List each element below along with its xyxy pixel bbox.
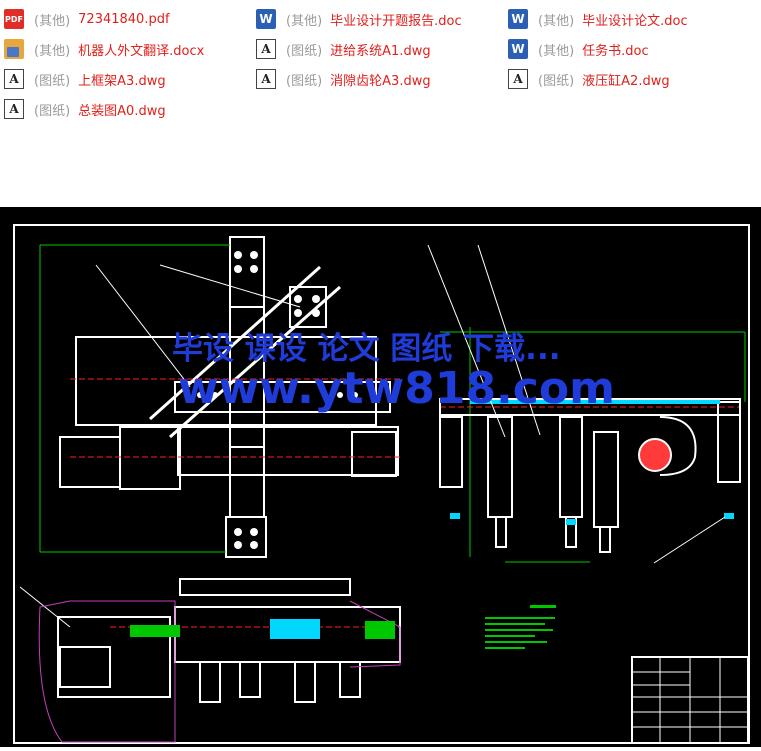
file-name-link[interactable]: 72341840.pdf bbox=[78, 11, 170, 27]
file-category: (图纸) bbox=[286, 73, 323, 89]
manipulator-left-view bbox=[59, 236, 399, 558]
file-category: (其他) bbox=[538, 43, 575, 59]
file-name-link[interactable]: 任务书.doc bbox=[582, 43, 649, 59]
file-category: (图纸) bbox=[34, 103, 71, 119]
technical-notes bbox=[485, 605, 556, 649]
bolt-holes bbox=[197, 251, 358, 549]
file-category: (其他) bbox=[34, 43, 71, 59]
manipulator-right-view bbox=[439, 398, 741, 553]
file-name-link[interactable]: 进给系统A1.dwg bbox=[330, 43, 431, 59]
file-item[interactable]: A (图纸) 上框架A3.dwg bbox=[4, 69, 166, 89]
cad-drawing: 毕设 课设 论文 图纸 下载... www.ytw818.com bbox=[13, 224, 750, 744]
file-category: (其他) bbox=[538, 13, 575, 29]
file-item[interactable]: W (其他) 毕业设计开题报告.doc bbox=[256, 9, 462, 29]
file-item[interactable]: W (其他) 毕业设计论文.doc bbox=[508, 9, 688, 29]
word-icon: W bbox=[508, 39, 528, 59]
file-item[interactable]: (其他) 机器人外文翻译.docx bbox=[4, 39, 204, 59]
dwg-icon: A bbox=[256, 69, 276, 89]
file-category: (图纸) bbox=[286, 43, 323, 59]
dwg-icon: A bbox=[4, 69, 24, 89]
word-icon: W bbox=[256, 9, 276, 29]
file-name-link[interactable]: 机器人外文翻译.docx bbox=[78, 43, 205, 59]
outline-magenta bbox=[38, 600, 401, 743]
suction-cups bbox=[450, 400, 734, 525]
file-name-link[interactable]: 总装图A0.dwg bbox=[78, 103, 166, 119]
file-category: (图纸) bbox=[538, 73, 575, 89]
watermark-line1: 毕设 课设 论文 图纸 下载... bbox=[172, 331, 561, 367]
pdf-icon: PDF bbox=[4, 9, 24, 29]
dwg-icon: A bbox=[4, 99, 24, 119]
file-name-link[interactable]: 消隙齿轮A3.dwg bbox=[330, 73, 431, 89]
gear-section bbox=[130, 619, 395, 639]
file-name-link[interactable]: 液压缸A2.dwg bbox=[582, 73, 670, 89]
title-block bbox=[631, 656, 749, 744]
dwg-icon: A bbox=[508, 69, 528, 89]
file-item[interactable]: A (图纸) 总装图A0.dwg bbox=[4, 99, 166, 119]
center-lines bbox=[70, 378, 740, 628]
drawing-frame bbox=[13, 224, 750, 744]
leader-lines bbox=[19, 244, 726, 628]
dwg-icon: A bbox=[256, 39, 276, 59]
docx-icon bbox=[4, 39, 24, 59]
file-name-link[interactable]: 毕业设计开题报告.doc bbox=[330, 13, 462, 29]
file-name-link[interactable]: 毕业设计论文.doc bbox=[582, 13, 688, 29]
file-item[interactable]: W (其他) 任务书.doc bbox=[508, 39, 649, 59]
file-item[interactable]: A (图纸) 消隙齿轮A3.dwg bbox=[256, 69, 431, 89]
dimension-lines bbox=[39, 244, 746, 563]
file-category: (其他) bbox=[34, 13, 71, 29]
file-name-link[interactable]: 上框架A3.dwg bbox=[78, 73, 166, 89]
file-item[interactable]: A (图纸) 进给系统A1.dwg bbox=[256, 39, 431, 59]
file-category: (其他) bbox=[286, 13, 323, 29]
watermark-line2: www.ytw818.com bbox=[178, 363, 615, 414]
file-item[interactable]: PDF (其他) 72341840.pdf bbox=[4, 9, 170, 29]
manipulator-bottom-view bbox=[57, 578, 401, 703]
cad-drawing-preview: 毕设 课设 论文 图纸 下载... www.ytw818.com bbox=[0, 207, 761, 747]
file-category: (图纸) bbox=[34, 73, 71, 89]
file-list: PDF (其他) 72341840.pdf W (其他) 毕业设计开题报告.do… bbox=[0, 0, 761, 200]
file-item[interactable]: A (图纸) 液压缸A2.dwg bbox=[508, 69, 670, 89]
word-icon: W bbox=[508, 9, 528, 29]
